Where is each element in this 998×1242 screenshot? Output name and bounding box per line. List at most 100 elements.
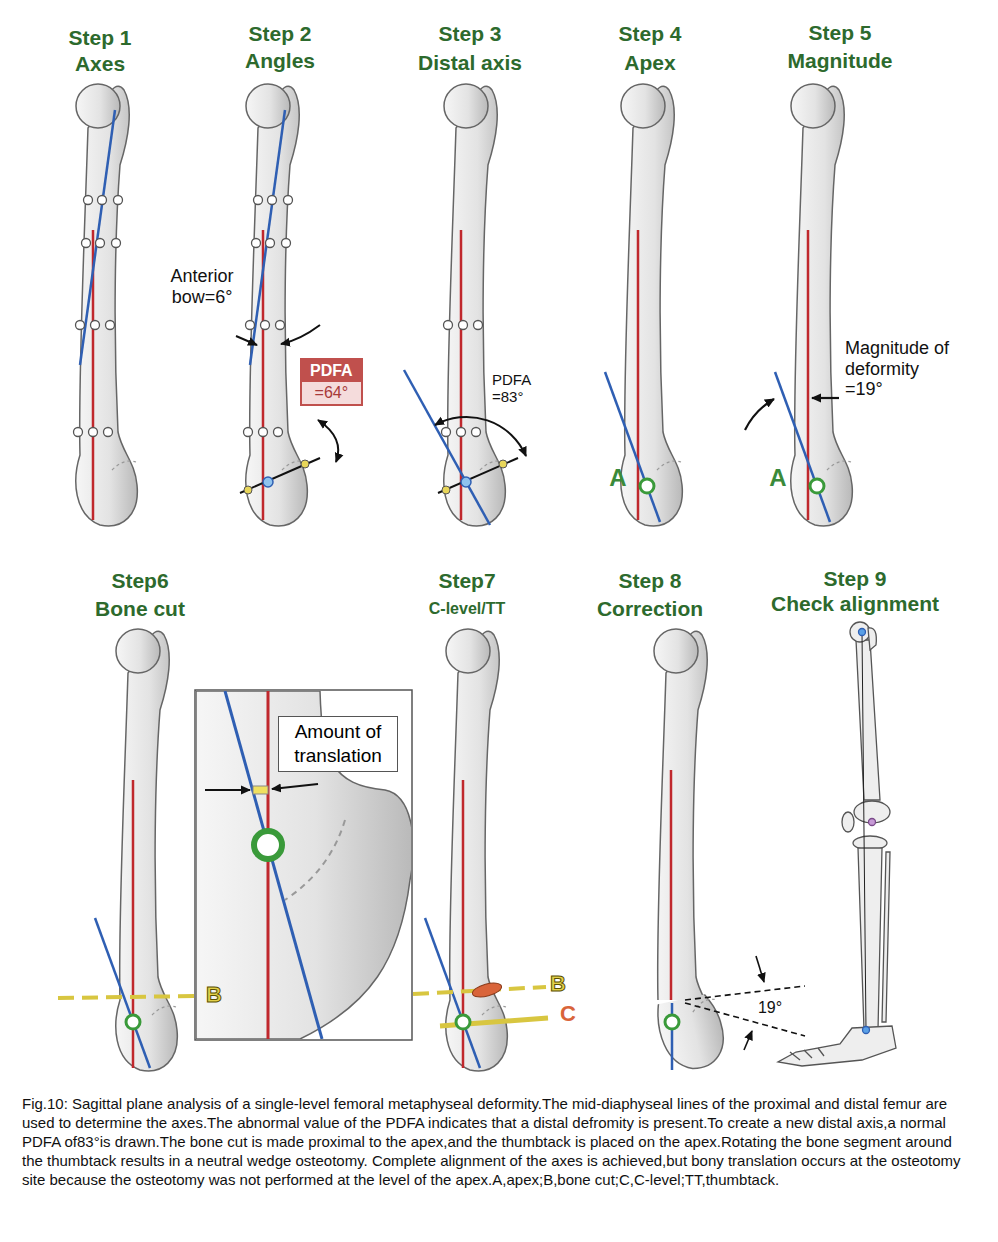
figure-label: Check alignment [771,592,939,616]
figure-caption: Fig.10: Sagittal plane analysis of a sin… [22,1094,974,1189]
bone-cut-line [58,996,196,998]
figure-label: Step6 [111,569,168,593]
illustration-part [261,321,270,330]
illustration-part [442,428,451,437]
illustration-part [244,486,252,494]
illustration-part [670,770,673,1000]
illustration-part [577,629,729,1074]
illustration-part [790,1048,824,1060]
illustration-part [106,321,115,330]
illustration-part [252,239,261,248]
angle-marks [685,956,805,1050]
step4-femur [605,84,682,526]
translation-label-box: Amount of translation [278,716,398,772]
illustration-part [756,956,764,982]
illustration-part [246,321,255,330]
angle-value-box: PDFA=64° [300,358,363,406]
illustration-part [744,1031,752,1050]
figure-label: Distal axis [418,51,522,75]
illustration-part [263,477,273,487]
illustration-part [95,918,150,1068]
step7-femur [446,629,507,1071]
pdfa-arc [435,417,526,456]
figure-label: Step 1 [68,26,131,50]
figure-label: Step 4 [618,22,681,46]
illustration-part [76,321,85,330]
illustration-part [318,420,338,462]
figure-label: Bone cut [95,597,185,621]
illustration-part [456,1015,470,1029]
illustration-part [685,986,805,1000]
illustration-part [266,239,275,248]
figure-label: Apex [624,51,675,75]
illustration-part [76,84,137,526]
illustration-part [868,628,876,650]
illustration-part [745,399,774,430]
node-text: PDFA [302,360,361,382]
node-text: =64° [302,382,361,404]
figure-label: B [550,971,566,996]
illustration-part [499,460,507,468]
illustration-part [259,428,268,437]
figure-label: PDFA =83° [492,371,548,406]
illustration-part [459,321,468,330]
illustration-part [282,239,291,248]
step8-femur [577,629,729,1074]
illustration-part [246,84,307,526]
illustration-part [654,629,715,1000]
figure-label: Step 5 [808,21,871,45]
illustration-part [284,196,293,205]
figure-label: Anterior bow=6° [159,266,245,307]
illustration-part [856,640,880,800]
illustration-part [580,967,729,1075]
illustration-part [74,196,123,437]
illustration-part [244,196,293,437]
illustration-part [254,196,263,205]
illustration-part [80,110,115,365]
illustration-part [472,428,481,437]
illustration-part [301,460,309,468]
figure-label: Step 9 [823,567,886,591]
illustration-part [274,428,283,437]
figure-label: Step7 [438,569,495,593]
illustration-part [444,321,453,330]
figure-label: C-level/TT [429,600,505,618]
illustration-part [665,1015,679,1029]
step2-femur [240,84,320,526]
illustration-part [205,789,250,791]
illustration-part [98,196,107,205]
figure-label: 19° [756,999,784,1017]
leg-skeleton [778,622,896,1066]
illustration-part [457,428,466,437]
illustration-part [281,325,320,344]
illustration-part [863,1027,870,1034]
illustration-part [471,980,503,999]
illustration-part [810,479,824,493]
illustration-part [685,1003,805,1036]
figure-label: A [609,464,626,492]
illustration-part [858,848,882,1030]
figure-label: Magnitude [788,49,893,73]
illustration-part [244,428,253,437]
illustration-part [96,239,105,248]
illustration-part [250,110,285,365]
figure-label: Angles [245,49,315,73]
figure-label: A [769,464,786,492]
illustration-part [446,629,507,1071]
illustration-part [126,1015,140,1029]
figure-label: Correction [597,597,703,621]
illustration-part [442,486,450,494]
illustration-part [775,372,830,522]
inset-panel [195,690,413,1040]
illustration-part [253,786,268,794]
illustration-part [267,691,270,1039]
illustration-part [84,196,93,205]
figure-label: Magnitude of deformity =19° [845,338,955,400]
illustration-part [671,1003,674,1070]
illustration-part [791,84,852,526]
step1-femur [74,84,138,526]
illustration-part [605,372,660,522]
illustration-part [89,428,98,437]
illustration-part [112,239,121,248]
